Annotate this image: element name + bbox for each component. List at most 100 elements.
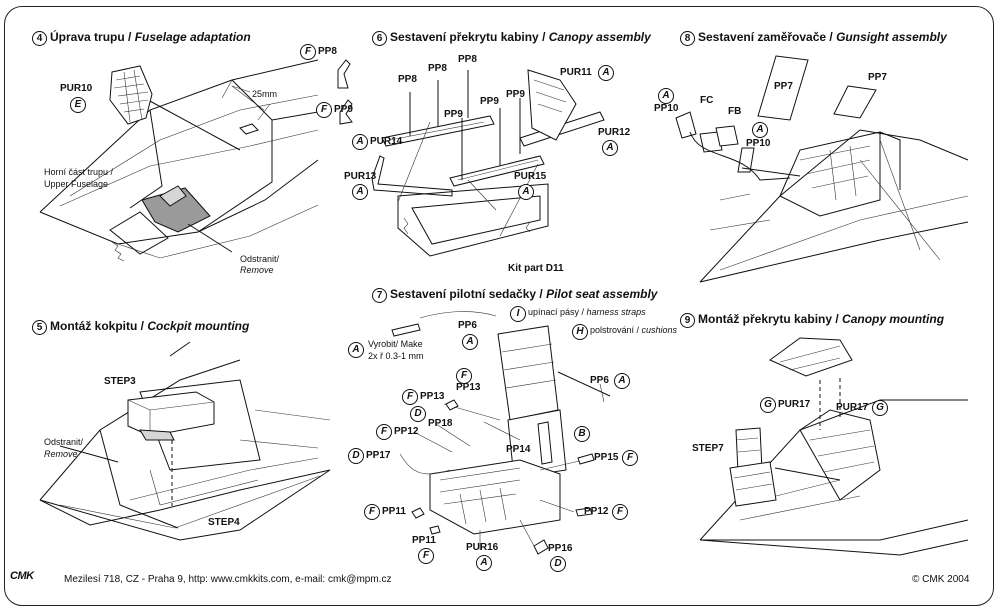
material-badge: F [456,368,472,384]
material-badge: A [518,184,534,200]
material-badge: D [550,556,566,572]
part-label-pp9: PP9 [444,109,463,120]
title-en: Canopy mounting [842,312,945,326]
material-badge: G [872,400,888,416]
part-label-pp6: PP6 [590,375,609,386]
part-label-pur11: PUR11 [560,67,592,78]
material-badge: A [462,334,478,350]
material-badge: A [348,342,364,358]
footer-address: Mezilesí 718, CZ - Praha 9, http: www.cm… [64,574,392,585]
step7-label: STEP7 [692,443,724,454]
material-badge: F [418,548,434,564]
cushion-label: polstrování / cushions [590,326,677,335]
make-label: Vyrobit/ Make [368,339,423,349]
title-cs: Sestavení pilotní sedačky / [390,287,547,301]
part-label-pp9: PP9 [334,104,353,115]
part-label-pp7: PP7 [868,72,887,83]
title-en: Pilot seat assembly [546,287,658,301]
part-label-pur17: PUR17 [778,399,811,410]
label-en: harness straps [586,307,646,317]
part-label-pur17: PUR17 [836,402,869,413]
step-number: 8 [680,31,695,46]
title-cs: Sestavení zaměřovače / [698,30,837,44]
dimension-label: 25mm [252,89,278,99]
pilot-seat-drawing [391,311,611,555]
part-label-pur12: PUR12 [598,127,631,138]
title-cs: Montáž kokpitu / [50,319,148,333]
kit-part-label: Kit part D11 [508,263,564,274]
remove-label-cs: Odstranit/ [240,254,280,264]
part-label-pur15: PUR15 [514,171,547,182]
material-badge: A [476,555,492,571]
title-en: Fuselage adaptation [134,30,251,44]
part-label-pp17: PP17 [366,450,391,461]
material-badge: A [352,184,368,200]
material-badge: D [348,448,364,464]
part-label-pp10: PP10 [746,138,771,149]
upper-fuselage-label-cs: Horní část trupu / [44,167,114,177]
step-number: 7 [372,288,387,303]
part-label-pp10: PP10 [654,103,679,114]
title-cs: Sestavení překrytu kabiny / [390,30,549,44]
title-en: Gunsight assembly [836,30,947,44]
part-label-pp8: PP8 [428,63,447,74]
material-badge: F [622,450,638,466]
part-label-pur10: PUR10 [60,83,93,94]
step3-label: STEP3 [104,376,136,387]
label-en: cushions [641,325,678,335]
part-label-pp11: PP11 [412,535,436,546]
part-label-pur13: PUR13 [344,171,377,182]
part-label-pp8: PP8 [398,74,417,85]
part-label-pp8: PP8 [458,54,477,65]
part-label-pp12: PP12 [584,506,609,517]
material-badge: A [352,134,368,150]
material-badge: F [612,504,628,520]
material-badge: B [574,426,590,442]
title-en: Cockpit mounting [147,319,250,333]
make-dimension: 2x ř 0.3-1 mm [368,351,424,361]
step-number: 4 [32,31,47,46]
part-label-fc: FC [700,95,714,106]
material-badge: H [572,324,588,340]
step-number: 9 [680,313,695,328]
step-number: 5 [32,320,47,335]
part-label-pp6: PP6 [458,320,477,331]
material-badge: A [752,122,768,138]
step4-label: STEP4 [208,517,240,528]
label-cs: polstrování / [590,325,642,335]
material-badge: G [760,397,776,413]
material-badge: A [602,140,618,156]
remove-label-en: Remove [44,449,78,459]
part-label-pp12: PP12 [394,426,419,437]
upper-fuselage-label-en: Upper Fuselage [44,179,109,189]
part-label-pp13: PP13 [456,382,481,393]
material-badge: F [402,389,418,405]
step-number: 6 [372,31,387,46]
part-label-pp13: PP13 [420,391,445,402]
part-label-pp7: PP7 [774,81,793,92]
part-label-pp11: PP11 [382,506,406,517]
material-badge: E [70,97,86,113]
material-badge: A [614,373,630,389]
fuselage-drawing [39,59,319,262]
part-label-pur16: PUR16 [466,542,499,553]
part-label-pp15: PP15 [594,452,619,463]
part-label-pp16: PP16 [548,543,573,554]
material-badge: F [316,102,332,118]
material-badge: A [598,65,614,81]
remove-label-en: Remove [240,265,274,275]
material-badge: F [376,424,392,440]
canopy-mounting-drawing [699,337,969,556]
material-badge: F [364,504,380,520]
cockpit-drawing [39,341,331,541]
instruction-sheet-border [4,6,994,606]
title-en: Canopy assembly [548,30,651,44]
label-cs: upínací pásy / [528,307,587,317]
material-badge: I [510,306,526,322]
